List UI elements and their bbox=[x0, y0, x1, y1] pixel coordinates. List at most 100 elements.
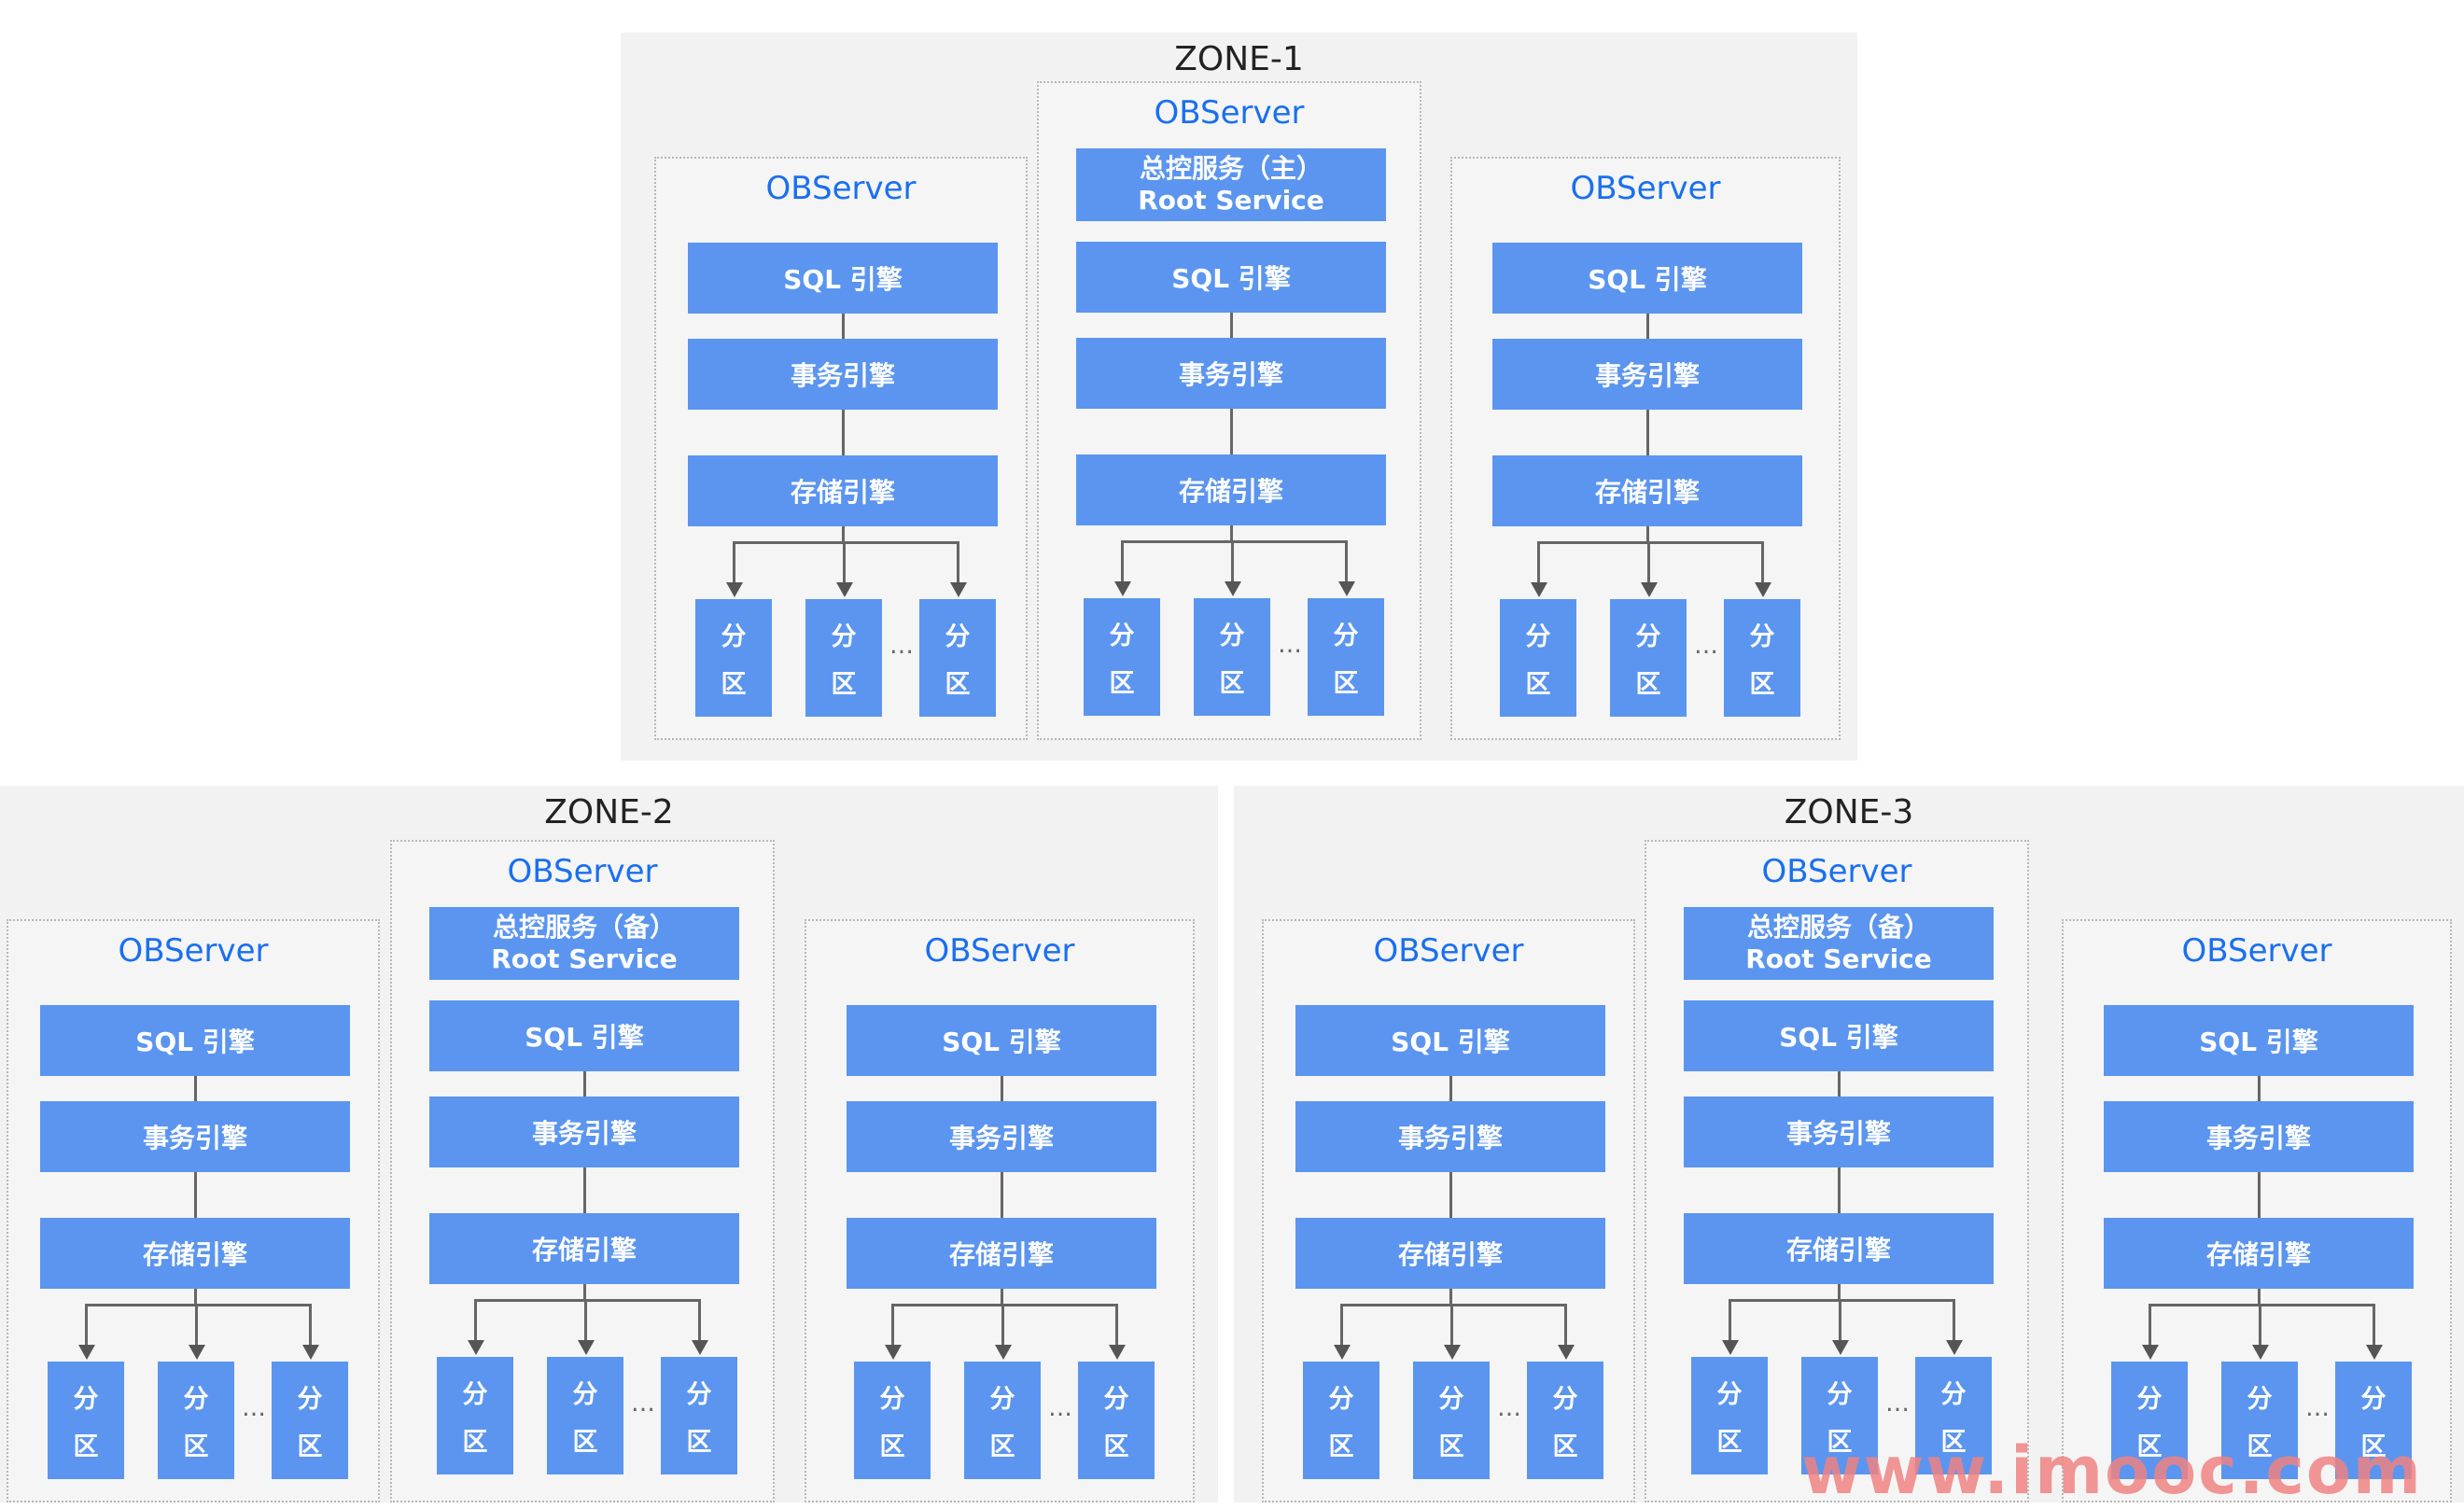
partition-label: 区 bbox=[1333, 669, 1359, 698]
partition-label: 区 bbox=[1328, 1432, 1354, 1461]
sql-engine-block: SQL 引擎 bbox=[1295, 1005, 1605, 1076]
connector-line bbox=[85, 1304, 312, 1306]
connector-line bbox=[1647, 541, 1650, 584]
connector-line bbox=[1729, 1299, 1955, 1302]
transaction-engine-block: 事务引擎 bbox=[1076, 338, 1386, 409]
partition-label: 分 bbox=[1328, 1385, 1354, 1414]
connector-line bbox=[2258, 1289, 2261, 1304]
transaction-engine-block: 事务引擎 bbox=[40, 1101, 350, 1172]
partition-block: 分区 bbox=[805, 599, 882, 717]
root-service-sublabel: Root Service bbox=[1138, 185, 1324, 216]
connector-line bbox=[1646, 410, 1649, 455]
connector-line bbox=[957, 541, 959, 584]
root-service-label: 总控服务（备） bbox=[1746, 912, 1930, 943]
partition-label: 区 bbox=[1635, 670, 1661, 699]
partition-label: 区 bbox=[2136, 1432, 2163, 1461]
observer-title: OBServer bbox=[1154, 94, 1305, 132]
partition-block: 分区 bbox=[2335, 1362, 2412, 1479]
arrow-head bbox=[885, 1345, 902, 1360]
partition-label: 分 bbox=[1438, 1385, 1464, 1414]
partition-label: 区 bbox=[462, 1428, 488, 1457]
root-service-label: 总控服务（主） bbox=[1139, 153, 1323, 184]
connector-line bbox=[1340, 1304, 1343, 1347]
partition-label: 分 bbox=[686, 1380, 712, 1409]
connector-line bbox=[2259, 1304, 2261, 1347]
partition-block: 分区 bbox=[854, 1362, 931, 1479]
connector-line bbox=[1537, 541, 1540, 584]
partition-label: 分 bbox=[73, 1385, 99, 1414]
arrow-head bbox=[468, 1340, 484, 1355]
connector-line bbox=[891, 1304, 894, 1347]
arrow-head bbox=[1114, 581, 1131, 596]
arrow-head bbox=[1832, 1340, 1849, 1355]
sql-engine-block: SQL 引擎 bbox=[1076, 242, 1386, 313]
ellipsis: … bbox=[889, 632, 914, 660]
observer-title: OBServer bbox=[924, 932, 1075, 970]
observer-title: OBServer bbox=[1761, 853, 1912, 890]
arrow-head bbox=[2252, 1345, 2269, 1360]
partition-block: 分区 bbox=[437, 1357, 513, 1474]
partition-label: 区 bbox=[1940, 1428, 1967, 1457]
partition-label: 分 bbox=[297, 1385, 323, 1414]
arrow-head bbox=[1641, 582, 1658, 597]
partition-label: 区 bbox=[1827, 1428, 1853, 1457]
partition-label: 分 bbox=[945, 622, 971, 651]
connector-line bbox=[85, 1304, 88, 1347]
transaction-engine-block: 事务引擎 bbox=[429, 1097, 739, 1167]
partition-block: 分区 bbox=[1413, 1362, 1490, 1479]
connector-line bbox=[194, 1172, 197, 1218]
partition-block: 分区 bbox=[158, 1362, 234, 1479]
connector-line bbox=[1761, 541, 1764, 584]
connector-line bbox=[1345, 540, 1348, 583]
connector-line bbox=[2149, 1304, 2375, 1306]
connector-line bbox=[474, 1299, 701, 1302]
connector-line bbox=[1729, 1299, 1731, 1342]
connector-line bbox=[1838, 1167, 1841, 1213]
connector-line bbox=[1001, 1172, 1003, 1218]
connector-line bbox=[1537, 541, 1764, 544]
storage-engine-block: 存储引擎 bbox=[2104, 1218, 2414, 1289]
arrow-head bbox=[1338, 581, 1355, 596]
partition-block: 分区 bbox=[919, 599, 996, 717]
partition-label: 区 bbox=[831, 670, 857, 699]
partition-label: 分 bbox=[572, 1380, 598, 1409]
partition-label: 区 bbox=[879, 1432, 905, 1461]
partition-label: 区 bbox=[73, 1432, 99, 1461]
storage-engine-block: 存储引擎 bbox=[1684, 1213, 1994, 1284]
partition-block: 分区 bbox=[1610, 599, 1687, 717]
partition-block: 分区 bbox=[2111, 1362, 2188, 1479]
partition-label: 分 bbox=[1103, 1385, 1129, 1414]
connector-line bbox=[698, 1299, 701, 1342]
partition-label: 区 bbox=[2360, 1432, 2387, 1461]
storage-engine-block: 存储引擎 bbox=[429, 1213, 739, 1284]
partition-label: 分 bbox=[879, 1385, 905, 1414]
transaction-engine-block: 事务引擎 bbox=[847, 1101, 1156, 1172]
ellipsis: … bbox=[1497, 1394, 1521, 1422]
partition-block: 分区 bbox=[964, 1362, 1041, 1479]
storage-engine-block: 存储引擎 bbox=[1492, 455, 1802, 526]
root-service-sublabel: Root Service bbox=[1745, 943, 1932, 974]
partition-block: 分区 bbox=[1078, 1362, 1155, 1479]
partition-label: 分 bbox=[1716, 1380, 1743, 1409]
partition-block: 分区 bbox=[2221, 1362, 2298, 1479]
ellipsis: … bbox=[631, 1390, 655, 1418]
connector-line bbox=[842, 410, 845, 455]
partition-label: 区 bbox=[1749, 670, 1775, 699]
observer-title: OBServer bbox=[507, 853, 658, 890]
partition-label: 区 bbox=[183, 1432, 209, 1461]
partition-block: 分区 bbox=[1801, 1357, 1878, 1474]
sql-engine-block: SQL 引擎 bbox=[429, 1000, 739, 1071]
connector-line bbox=[1953, 1299, 1955, 1342]
partition-label: 区 bbox=[686, 1428, 712, 1457]
zone-title: ZONE-2 bbox=[544, 793, 674, 831]
storage-engine-block: 存储引擎 bbox=[40, 1218, 350, 1289]
arrow-head bbox=[1531, 582, 1547, 597]
partition-label: 区 bbox=[297, 1432, 323, 1461]
partition-block: 分区 bbox=[1084, 598, 1160, 716]
transaction-engine-block: 事务引擎 bbox=[2104, 1101, 2414, 1172]
